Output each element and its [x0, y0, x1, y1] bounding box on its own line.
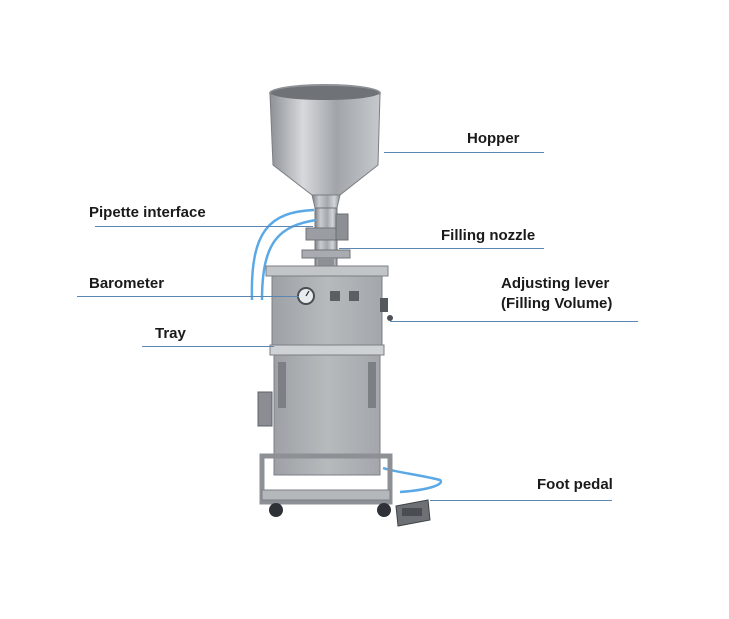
adjusting-lever-label-line2: (Filling Volume)	[501, 295, 613, 312]
adjusting-lever-leader-line	[390, 321, 638, 322]
cabinet-upper	[271, 275, 393, 347]
caster-wheel-icon	[269, 503, 283, 517]
filling-nozzle-label: Filling nozzle	[441, 227, 536, 244]
caster-wheel-icon	[377, 503, 391, 517]
hopper-leader-line	[384, 152, 544, 153]
filling-nozzle-leader-line	[339, 248, 544, 249]
adjusting-lever-handle-icon	[380, 298, 388, 312]
base-frame	[259, 453, 393, 517]
tray-label: Tray	[155, 325, 186, 342]
air-hoses	[250, 208, 443, 494]
foot-pedal-shape	[395, 499, 431, 527]
nozzle-assembly	[301, 207, 351, 270]
hopper-label: Hopper	[467, 130, 520, 147]
tray-leader-line	[142, 346, 274, 347]
top-plate	[265, 265, 389, 277]
pipette-interface-leader-line	[95, 226, 313, 227]
pipette-interface-label: Pipette interface	[89, 204, 206, 221]
barometer-label: Barometer	[89, 275, 165, 292]
foot-pedal-label: Foot pedal	[537, 476, 613, 493]
tray-shape	[269, 344, 385, 356]
adjusting-lever-label-line1: Adjusting lever	[501, 275, 610, 292]
barometer-leader-line	[77, 296, 299, 297]
hopper-shape	[269, 84, 381, 213]
foot-pedal-leader-line	[430, 500, 612, 501]
